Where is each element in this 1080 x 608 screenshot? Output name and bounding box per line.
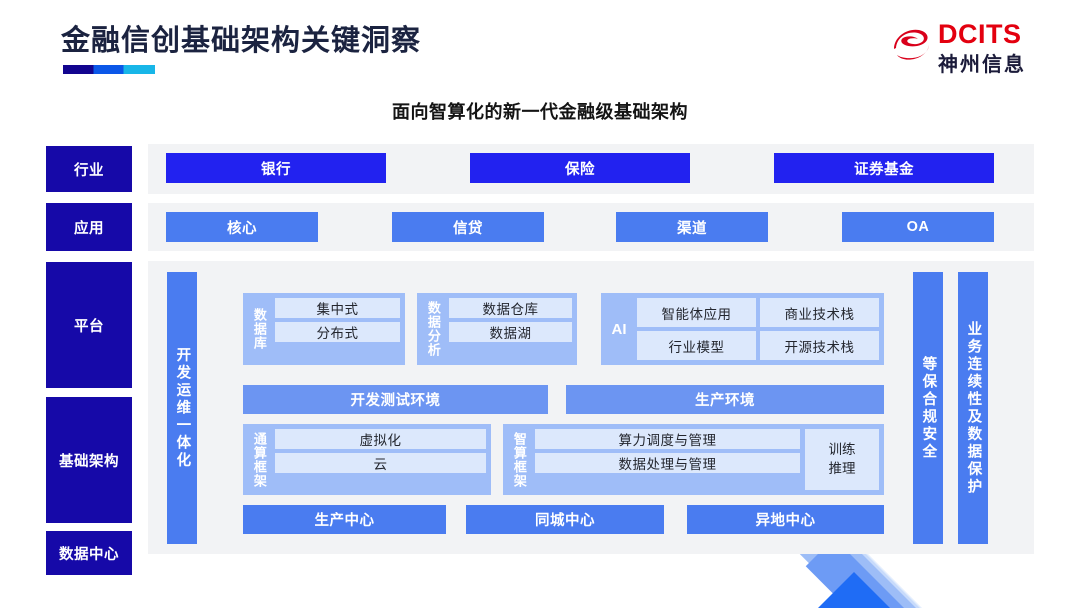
page-title: 金融信创基础架构关键洞察 — [61, 25, 422, 57]
industry-item-securities-fund[interactable]: 证券基金 — [774, 153, 994, 183]
intelligent-compute-item-train-infer[interactable]: 训练 推理 — [805, 429, 879, 490]
industry-item-insurance[interactable]: 保险 — [470, 153, 690, 183]
application-item-oa[interactable]: OA — [842, 212, 994, 242]
data-center-remote[interactable]: 异地中心 — [687, 505, 884, 534]
group-general-compute-framework[interactable]: 通算框架 虚拟化 云 — [243, 424, 491, 495]
group-general-compute-label: 通算框架 — [251, 431, 267, 488]
stripe-5 — [811, 572, 1080, 608]
brand-logo: DCITS 神州信息 — [888, 18, 1048, 76]
tier-label-platform[interactable]: 平台 — [46, 262, 132, 388]
logo-subtext: 神州信息 — [938, 54, 1026, 76]
sidebar-compliance-security[interactable]: 等保合规安全 — [913, 272, 943, 544]
diagram-subtitle: 面向智算化的新一代金融级基础架构 — [392, 102, 688, 122]
group-database[interactable]: 数据库 集中式 分布式 — [243, 293, 405, 365]
intelligent-compute-item-data-processing[interactable]: 数据处理与管理 — [535, 453, 800, 473]
application-item-credit[interactable]: 信贷 — [392, 212, 544, 242]
group-database-label: 数据库 — [251, 308, 267, 350]
data-center-production[interactable]: 生产中心 — [243, 505, 446, 534]
group-intelligent-compute-framework[interactable]: 智算框架 算力调度与管理 数据处理与管理 训练 推理 — [503, 424, 884, 495]
infer-label: 推理 — [828, 460, 856, 476]
sidebar-business-continuity[interactable]: 业务连续性及数据保护 — [958, 272, 988, 544]
general-compute-item-virtualization[interactable]: 虚拟化 — [275, 429, 486, 449]
tier-label-industry[interactable]: 行业 — [46, 146, 132, 192]
title-accent-bar — [63, 65, 155, 74]
sidebar-devops-integration[interactable]: 开发运维一体化 — [167, 272, 197, 544]
ai-item-commercial-stack[interactable]: 商业技术栈 — [760, 298, 879, 327]
environment-production[interactable]: 生产环境 — [566, 385, 884, 414]
tier-label-data-center[interactable]: 数据中心 — [46, 531, 132, 575]
environment-dev-test[interactable]: 开发测试环境 — [243, 385, 548, 414]
group-data-analysis[interactable]: 数据分析 数据仓库 数据湖 — [417, 293, 577, 365]
application-item-core[interactable]: 核心 — [166, 212, 318, 242]
data-center-same-city[interactable]: 同城中心 — [466, 505, 664, 534]
ai-item-agent-application[interactable]: 智能体应用 — [637, 298, 756, 327]
group-intelligent-compute-label: 智算框架 — [511, 431, 527, 488]
tier-label-infrastructure[interactable]: 基础架构 — [46, 397, 132, 523]
general-compute-item-cloud[interactable]: 云 — [275, 453, 486, 473]
dcits-swirl-logo-icon — [888, 22, 932, 66]
group-ai[interactable]: AI 智能体应用 商业技术栈 行业模型 开源技术栈 — [601, 293, 884, 365]
database-item-distributed[interactable]: 分布式 — [275, 322, 400, 342]
data-analysis-item-warehouse[interactable]: 数据仓库 — [449, 298, 572, 318]
group-ai-label: AI — [611, 320, 627, 338]
intelligent-compute-item-power-scheduling[interactable]: 算力调度与管理 — [535, 429, 800, 449]
tier-label-application[interactable]: 应用 — [46, 203, 132, 251]
ai-item-opensource-stack[interactable]: 开源技术栈 — [760, 331, 879, 360]
database-item-centralized[interactable]: 集中式 — [275, 298, 400, 318]
data-analysis-item-lake[interactable]: 数据湖 — [449, 322, 572, 342]
logo-wordmark: DCITS — [938, 19, 1022, 49]
group-data-analysis-label: 数据分析 — [425, 301, 441, 357]
industry-item-bank[interactable]: 银行 — [166, 153, 386, 183]
ai-item-industry-model[interactable]: 行业模型 — [637, 331, 756, 360]
application-item-channel[interactable]: 渠道 — [616, 212, 768, 242]
train-label: 训练 — [828, 441, 856, 457]
